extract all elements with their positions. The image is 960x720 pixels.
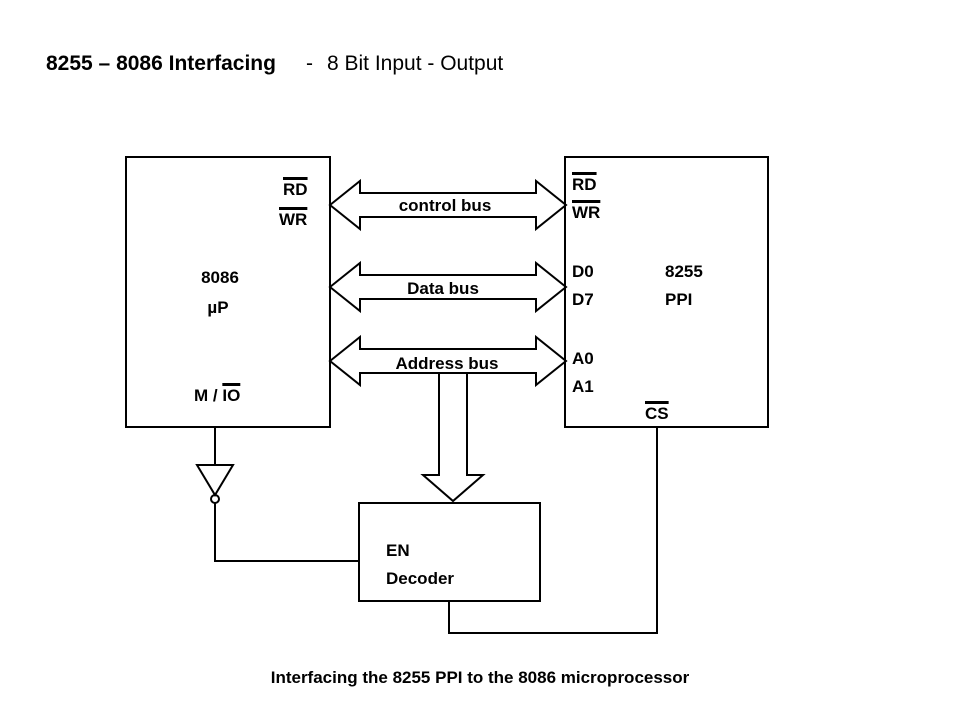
address-to-decoder-arrow [420,372,486,503]
decoder-name: Decoder [386,569,455,588]
ppi-rd-pin: RD [572,175,597,194]
decoder-en-pin: EN [386,541,410,560]
address-bus-arrow [328,334,568,388]
ppi-a1-pin: A1 [572,377,594,396]
cpu-wr-pin: WR [279,210,308,229]
figure-caption: Interfacing the 8255 PPI to the 8086 mic… [270,668,690,687]
ppi-d7-pin: D7 [572,290,594,309]
cpu-mio-m: M / [194,386,218,405]
data-bus-arrow [328,260,568,314]
cpu-rd-pin: RD [283,180,308,199]
address-bus-label: Address bus [395,354,499,373]
ppi-subname: PPI [665,290,693,309]
title-sub: 8 Bit Input - Output [326,52,504,75]
cpu-mio-io: IO [222,386,241,405]
data-bus-label: Data bus [407,279,479,298]
control-bus-arrow [328,178,568,232]
ppi-a0-pin: A0 [572,349,594,368]
ppi-cs-pin: CS [645,404,669,423]
decoder-to-cs-line [448,427,658,634]
ppi-d0-pin: D0 [572,262,594,281]
cpu-mio-pin: M / IO [194,386,240,406]
cpu-name: 8086 [201,268,239,287]
inverter-gate [195,464,235,497]
title-separator: - [305,52,313,75]
ppi-wr-pin: WR [572,203,601,222]
page-title: 8255 – 8086 Interfacing -8 Bit Input - Ou… [46,52,503,76]
control-bus-label: control bus [398,196,492,215]
inverter-to-en-line [214,503,359,562]
cpu-subname: µP [207,298,229,317]
ppi-name: 8255 [665,262,703,281]
title-main: 8255 – 8086 Interfacing [46,52,276,75]
ppi-block [564,156,769,428]
cpu-block [125,156,331,428]
